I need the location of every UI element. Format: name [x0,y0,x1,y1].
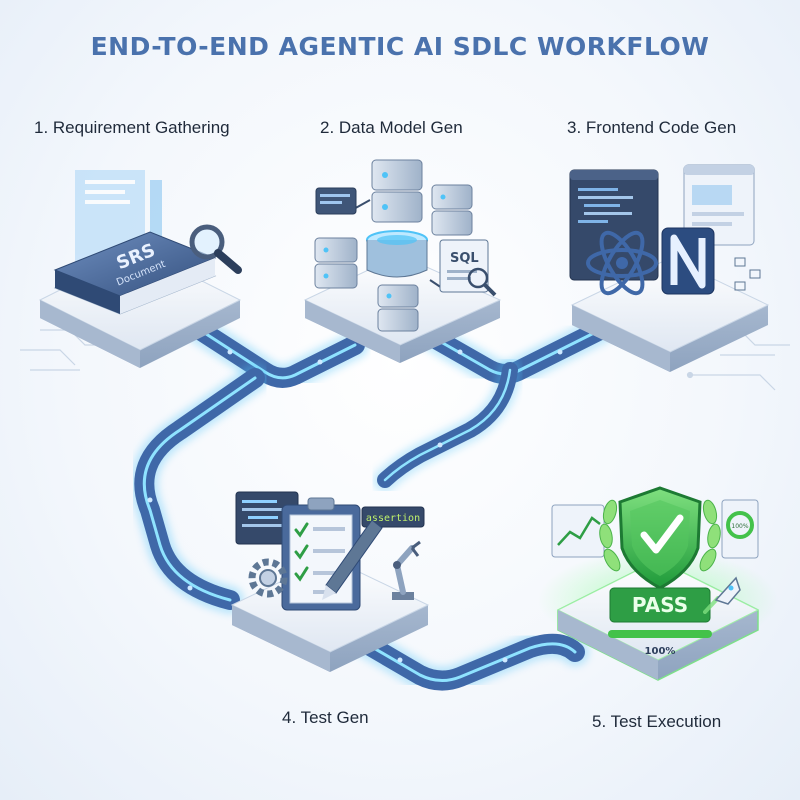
pass-label: PASS [632,593,688,617]
srs-document-book: SRS Document [53,170,217,315]
dashboard-chart-windows: 100% [551,499,759,559]
react-logo-icon [586,230,658,296]
step-5-label: 5. Test Execution [592,712,722,731]
code-editor-windows [569,164,761,291]
progress-percent: 100% [645,646,676,657]
sql-query-card: SQL [439,239,497,297]
gear-icon [248,558,288,598]
gear-icon [467,267,489,289]
step-4-label: 4. Test Gen [282,708,369,727]
rocket-icon [703,576,741,614]
step-3-label: 3. Frontend Code Gen [567,118,737,137]
step-2-label: 2. Data Model Gen [320,118,463,137]
laurel-wreath-icon [599,499,721,572]
progress-fill [608,630,712,638]
pipeline-connectors [130,316,614,695]
pass-badge: PASS [609,587,711,623]
diagram-title: END-TO-END AGENTIC AI SDLC WORKFLOW [90,32,710,61]
test-progress-bar: 100% [608,630,712,657]
sql-label: SQL [450,251,479,266]
shield-check-icon [618,486,702,590]
pen-icon [322,519,383,600]
step-1-label: 1. Requirement Gathering [34,118,230,137]
robot-arm-icon [392,540,421,600]
magnifier-icon [189,224,242,274]
assertion-label: assertion [366,513,420,524]
assertion-tag: assertion [361,506,425,528]
database-servers-icon [314,159,473,332]
gauge-percent: 100% [731,523,748,530]
nextjs-logo-icon [661,227,715,295]
